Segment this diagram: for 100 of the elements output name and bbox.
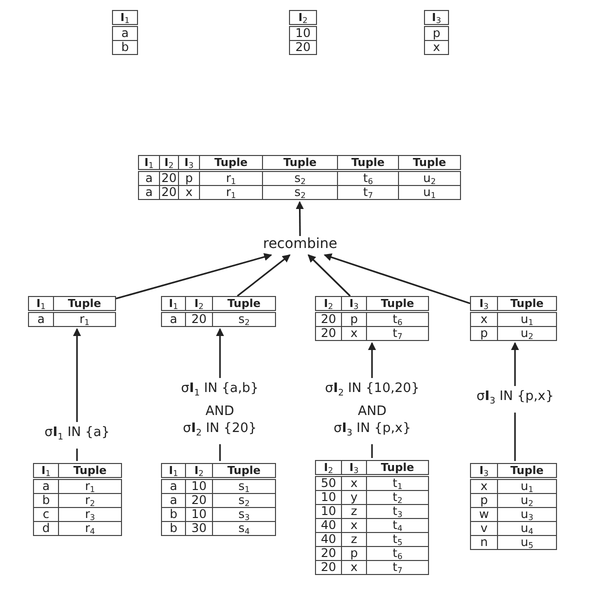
arrow	[368, 342, 376, 378]
table-cell: 10	[186, 508, 212, 522]
table-cell: u$_{2}$	[498, 326, 556, 340]
data-table	[161, 296, 276, 327]
column-header: Tuple	[54, 296, 116, 312]
table-cell: 20	[316, 560, 342, 574]
table-cell: s$_{1}$	[212, 478, 276, 494]
selection-condition: σI$_{2}$ IN {10,20}	[325, 380, 420, 401]
table-cell: p	[178, 170, 200, 186]
operation-label: recombine	[263, 236, 338, 253]
table-cell: v	[470, 522, 498, 536]
data-table	[138, 155, 461, 200]
table-cell: r$_{1}$	[54, 312, 116, 326]
table-cell: s$_{2}$	[212, 312, 276, 326]
table-cell: y	[342, 490, 366, 504]
table-cell: d	[34, 522, 58, 536]
table-cell: a	[138, 170, 160, 186]
table-cell: 20	[316, 312, 342, 326]
table-cell: s$_{4}$	[212, 522, 276, 536]
data-table	[112, 10, 138, 55]
data-table	[315, 296, 429, 341]
selection-condition: σI$_{2}$ IN {20}	[182, 420, 258, 440]
column-header: I$_{3}$	[178, 156, 200, 170]
column-header: I$_{3}$	[342, 460, 366, 476]
table-cell: s$_{3}$	[212, 508, 276, 522]
table-cell: t$_{1}$	[366, 476, 428, 490]
table-cell: a	[138, 186, 160, 200]
arrow	[116, 253, 272, 300]
table-cell: u$_{5}$	[498, 536, 556, 550]
selection-condition: AND	[356, 402, 388, 420]
table-cell: u$_{3}$	[498, 508, 556, 522]
table-cell: 10	[316, 490, 342, 504]
table-cell: w	[470, 508, 498, 522]
column-header: Tuple	[262, 156, 338, 170]
table-cell: 20	[160, 170, 178, 186]
column-header: Tuple	[498, 296, 556, 312]
connector-line	[219, 444, 221, 461]
column-header: Tuple	[366, 460, 428, 476]
table-cell: s$_{2}$	[212, 494, 276, 508]
connector-line	[76, 448, 78, 461]
arrow	[511, 342, 519, 386]
table-cell: x	[424, 40, 448, 54]
table-cell: u$_{2}$	[398, 170, 460, 186]
data-table	[424, 10, 449, 55]
connector-line	[371, 444, 373, 458]
column-header: I$_{1}$	[112, 10, 138, 26]
selection-condition: σI$_{1}$ IN {a}	[44, 424, 110, 445]
table-cell: 30	[186, 522, 212, 536]
table-cell: 10	[316, 504, 342, 518]
column-header: I$_{1}$	[34, 464, 58, 478]
table-cell: p	[470, 494, 498, 508]
selection-condition: AND	[204, 402, 236, 420]
column-header: Tuple	[58, 464, 122, 478]
table-cell: u$_{2}$	[498, 494, 556, 508]
column-header: I$_{2}$	[186, 296, 212, 312]
table-cell: x	[342, 326, 366, 340]
table-cell: p	[470, 326, 498, 340]
table-cell: u$_{1}$	[398, 186, 460, 200]
table-cell: u$_{1}$	[498, 312, 556, 326]
table-cell: x	[470, 312, 498, 326]
column-header: I$_{2}$	[316, 460, 342, 476]
arrow	[296, 201, 304, 236]
arrow	[216, 328, 224, 378]
table-cell: t$_{3}$	[366, 504, 428, 518]
column-header: I$_{2}$	[160, 156, 178, 170]
selection-condition: σI$_{3}$ IN {p,x}	[332, 420, 412, 440]
table-cell: a	[112, 26, 138, 40]
column-header: I$_{3}$	[470, 296, 498, 312]
table-cell: t$_{7}$	[338, 186, 398, 200]
table-cell: x	[342, 518, 366, 532]
table-cell: r$_{1}$	[200, 170, 262, 186]
column-header: Tuple	[212, 464, 276, 478]
table-cell: x	[178, 186, 200, 200]
selection-condition: σI$_{1}$ IN {a,b}	[181, 380, 259, 401]
table-cell: r$_{3}$	[58, 508, 122, 522]
data-table	[289, 10, 317, 55]
table-cell: p	[342, 312, 366, 326]
table-cell: 20	[160, 186, 178, 200]
column-header: Tuple	[212, 296, 276, 312]
data-table	[470, 296, 557, 341]
table-cell: 20	[290, 40, 316, 54]
column-header: I$_{1}$	[162, 296, 186, 312]
table-cell: t$_{7}$	[366, 326, 428, 340]
arrow	[236, 254, 291, 297]
table-cell: b	[112, 40, 138, 54]
table-cell: t$_{6}$	[366, 546, 428, 560]
table-cell: x	[342, 560, 366, 574]
column-header: Tuple	[498, 464, 556, 478]
table-cell: 50	[316, 476, 342, 490]
table-cell: t$_{6}$	[338, 170, 398, 186]
column-header: Tuple	[338, 156, 398, 170]
table-cell: a	[162, 312, 186, 326]
table-cell: 40	[316, 518, 342, 532]
table-cell: s$_{2}$	[262, 170, 338, 186]
table-cell: r$_{1}$	[58, 478, 122, 494]
table-cell: 20	[316, 546, 342, 560]
table-cell: t$_{4}$	[366, 518, 428, 532]
table-cell: t$_{7}$	[366, 560, 428, 574]
table-cell: r$_{4}$	[58, 522, 122, 536]
table-cell: p	[342, 546, 366, 560]
